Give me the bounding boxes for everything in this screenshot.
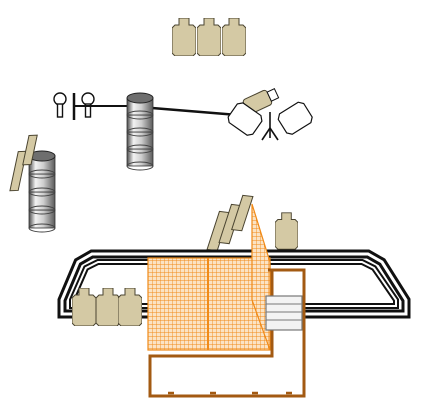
barrel-stack-left <box>28 150 56 233</box>
barrel-rim <box>28 205 56 215</box>
target-group-bottom-left <box>72 288 142 326</box>
target-group-top <box>172 18 246 56</box>
barrel-rim <box>28 169 56 179</box>
angled-plate <box>231 194 254 232</box>
plate-targets-center <box>206 194 254 252</box>
paper-target <box>197 18 221 56</box>
shooting-platform <box>148 268 306 398</box>
single-target-right <box>275 212 298 250</box>
barrel-rim <box>28 187 56 197</box>
clay-thrower-group <box>227 88 313 141</box>
paper-target <box>118 288 142 326</box>
angled-plate <box>9 150 28 192</box>
barrel-top <box>126 92 154 104</box>
thrower-stand <box>261 112 279 141</box>
barrel-rim <box>126 110 154 120</box>
angled-plate <box>218 203 243 245</box>
platform-ladder <box>265 295 303 331</box>
angled-plate <box>22 134 38 166</box>
barrel-stack-center <box>126 92 154 171</box>
popper <box>53 92 67 118</box>
paper-target <box>222 18 246 56</box>
barrel-rim <box>126 127 154 137</box>
swinger-plate-right <box>277 101 313 135</box>
plate-targets-left <box>9 134 38 192</box>
barrel-rim <box>126 144 154 154</box>
paper-target <box>96 288 120 326</box>
mesh-fence <box>147 203 271 351</box>
swinger-plate-left <box>227 102 263 136</box>
paper-target <box>172 18 196 56</box>
barrel-rim <box>126 161 154 171</box>
ladder-rungs <box>266 303 302 321</box>
barrel-rim <box>28 223 56 233</box>
